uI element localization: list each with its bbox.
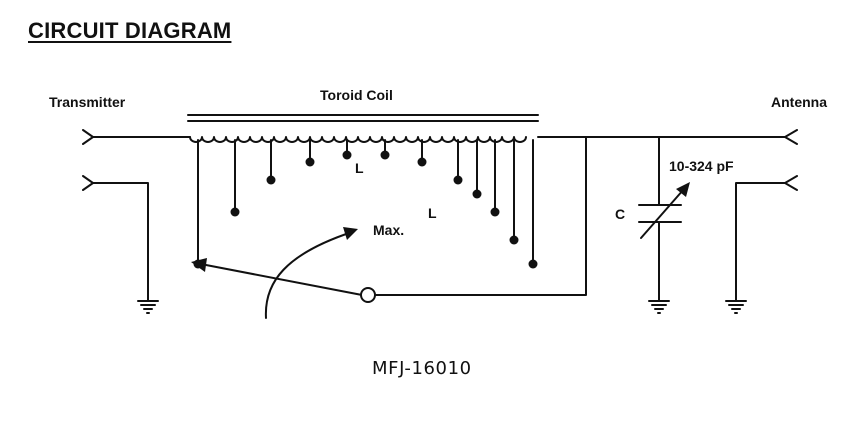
rotation-arrowhead [343,227,358,240]
switch-pivot [360,287,376,303]
tap-contact-dot [490,207,500,217]
tap-contact-dot [230,207,240,217]
transmitter-terminal-bottom [82,175,149,299]
tap-contact-dot [305,157,315,167]
capacitor-wire [585,136,709,299]
tap-contact-dot [266,175,276,185]
model-number: MFJ-16010 [372,358,472,379]
tap-contact-dot [528,259,538,269]
capacitor-arrowhead [676,182,690,197]
transmitter-terminal-top [82,129,191,145]
tap-contact-dot [342,150,352,160]
tap-contact-dot [380,150,390,160]
ground-symbol-left [137,297,159,314]
transmitter-label: Transmitter [49,94,126,110]
max-label: Max. [373,222,405,238]
variable-capacitor-arrow [640,188,685,239]
capacitor-label: C [615,206,626,222]
ground-symbol-antenna [725,297,747,314]
tap-contact-dot [417,157,427,167]
capacitance-label: 10-324 pF [669,158,734,174]
antenna-terminal-bottom [735,175,798,299]
toroid-coil-winding [189,136,587,143]
tap-contact-dot [193,259,203,269]
antenna-terminal-top [707,129,798,145]
ground-symbol-capacitor [648,297,670,314]
switch-return-wire [373,136,587,296]
diagram-title: CIRCUIT DIAGRAM [28,18,232,43]
switch-arm [205,264,363,296]
toroid-coil-label: Toroid Coil [320,87,393,103]
antenna-label: Antenna [771,94,827,110]
inductor-label: L [355,160,364,176]
tap-contact-dot [472,189,482,199]
tap-contact-dot [453,175,463,185]
tap-contact-dot [509,235,519,245]
rotation-arrow [264,231,353,319]
inductor-label: L [428,205,437,221]
